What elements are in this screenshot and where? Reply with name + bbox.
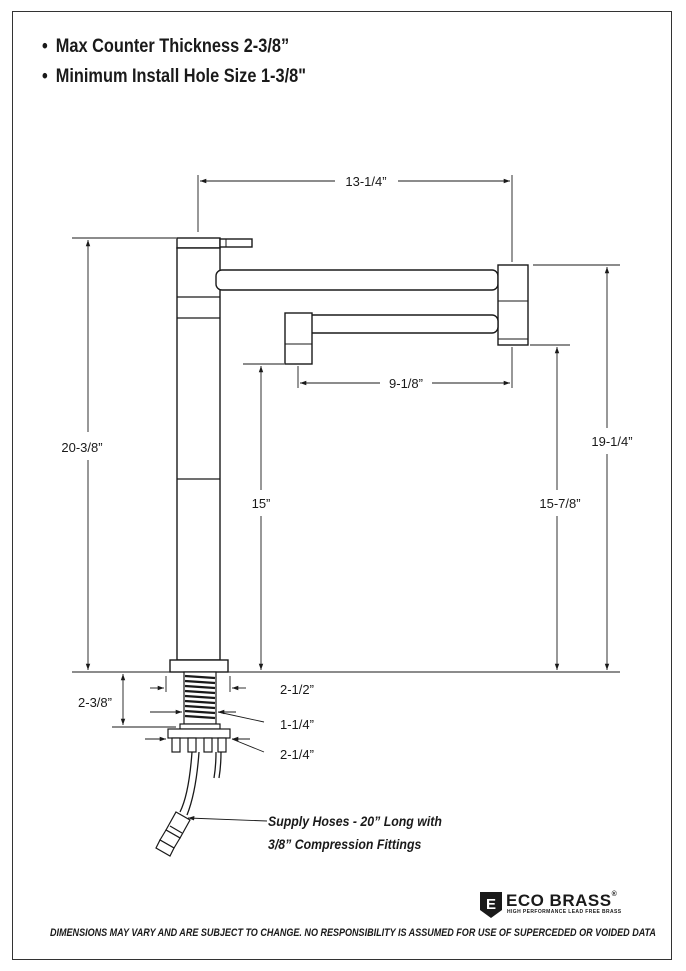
- compression-fitting: [155, 811, 191, 857]
- base-flange: [169, 659, 229, 673]
- spec-list: • Max Counter Thickness 2-3/8” • Minimum I…: [42, 32, 349, 92]
- mounting-plate: [167, 728, 231, 753]
- note-line-1: Supply Hoses - 20” Long with: [268, 813, 442, 829]
- registered-mark: ®: [611, 891, 618, 898]
- eco-brass-shield-icon: E: [480, 892, 502, 918]
- dimension-labels: 13-1/4” 9-1/8” 20-3/8” 19-1/4” 15” 15-7/…: [61, 174, 632, 762]
- dim-spout-height: 19-1/4”: [591, 434, 632, 449]
- spout-outlet: [284, 312, 313, 365]
- dim-total-height: 20-3/8”: [61, 440, 102, 455]
- drawing-frame: [12, 11, 672, 960]
- threaded-shank: [179, 671, 221, 730]
- faucet-column: [176, 247, 221, 661]
- faucet-cap: [176, 237, 221, 249]
- spec-item-counter-thickness: • Max Counter Thickness 2-3/8”: [42, 32, 306, 62]
- dim-outlet-height: 15”: [252, 496, 271, 511]
- brand-name-text: ECO BRASS: [506, 891, 612, 910]
- dim-counter-thickness: 2-3/8”: [78, 695, 112, 710]
- spec-item-install-hole: • Minimum Install Hole Size 1-3/8": [42, 62, 306, 92]
- note-line-2: 3/8” Compression Fittings: [268, 836, 422, 852]
- spec-text: Max Counter Thickness 2-3/8”: [55, 36, 290, 57]
- brand-logo: E ECO BRASS® HIGH PERFORMANCE LEAD FREE …: [478, 890, 644, 922]
- handle-lever: [219, 238, 253, 248]
- bullet-icon: •: [42, 36, 48, 57]
- faucet-body: [169, 237, 529, 673]
- brand-name: ECO BRASS®: [506, 891, 617, 911]
- leader-lines: [217, 711, 265, 753]
- elbow-joint: [497, 264, 529, 346]
- disclaimer: DIMENSIONS MAY VARY AND ARE SUBJECT TO C…: [50, 927, 656, 939]
- dim-flange-diameter: 2-1/2”: [280, 682, 314, 697]
- upper-swing-arm: [215, 269, 499, 291]
- lower-swing-arm: [299, 314, 499, 334]
- dim-mount-plate: 2-1/4”: [280, 747, 314, 762]
- spec-text: Minimum Install Hole Size 1-3/8": [55, 66, 306, 87]
- extension-lines: [72, 175, 620, 728]
- dim-arm-clearance: 15-7/8”: [539, 496, 580, 511]
- bullet-icon: •: [42, 66, 48, 87]
- brand-mark: E: [486, 896, 496, 913]
- brand-tagline: HIGH PERFORMANCE LEAD FREE BRASS: [507, 909, 622, 915]
- dim-short-arm-reach: 9-1/8”: [389, 376, 423, 391]
- dim-spout-reach: 13-1/4”: [345, 174, 386, 189]
- dimension-lines: [85, 178, 610, 822]
- supply-hose: [179, 751, 222, 816]
- dim-shank-diameter: 1-1/4”: [280, 717, 314, 732]
- supply-hose-note: Supply Hoses - 20” Long with 3/8” Compre…: [268, 810, 442, 856]
